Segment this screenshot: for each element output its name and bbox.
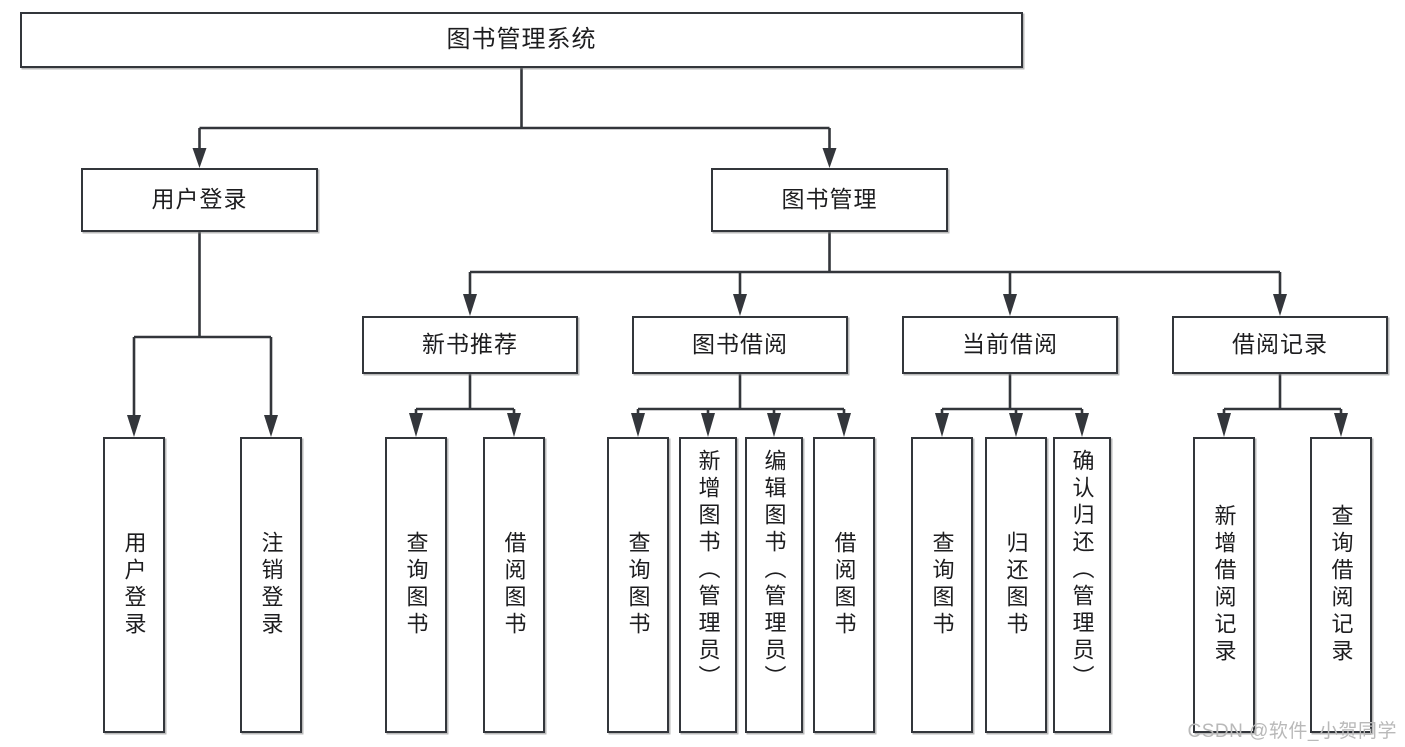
arrow-bookmanage — [822, 148, 837, 168]
node-label: 查询图书 — [625, 531, 651, 639]
node-borrow-record[interactable]: 借阅记录 — [1172, 316, 1388, 374]
arrow-leaf-add-record — [1217, 413, 1231, 437]
leaf-node-borrow-book-borrow[interactable]: 借阅图书 — [813, 437, 875, 733]
node-label: 归还图书 — [1003, 531, 1029, 639]
node-book-borrow[interactable]: 图书借阅 — [632, 316, 848, 374]
node-label: 查询图书 — [929, 531, 955, 639]
arrow-borrowrecord — [1273, 294, 1287, 316]
leaf-node-add-borrow-record[interactable]: 新增借阅记录 — [1193, 437, 1255, 733]
csdn-watermark: CSDN @软件_小贺同学 — [1187, 721, 1397, 742]
arrow-leaf-confirm-return — [1075, 413, 1089, 437]
arrow-currentborrow — [1003, 294, 1017, 316]
leaf-node-query-book-current[interactable]: 查询图书 — [911, 437, 973, 733]
node-label: 当前借阅 — [962, 331, 1058, 358]
arrow-leaf-borrow-book-2 — [837, 413, 851, 437]
leaf-node-query-book-borrow[interactable]: 查询图书 — [607, 437, 669, 733]
arrow-leaf-return-book — [1009, 413, 1023, 437]
arrow-leaf-logout — [264, 415, 278, 437]
leaf-node-confirm-return-admin[interactable]: 确认归还（管理员） — [1053, 437, 1111, 733]
arrow-leaf-borrow-book-1 — [507, 413, 521, 437]
arrow-userlogin — [192, 148, 207, 168]
node-label: 新增借阅记录 — [1211, 504, 1237, 666]
leaf-node-user-login[interactable]: 用户登录 — [103, 437, 165, 733]
node-label: 用户登录 — [151, 186, 248, 213]
node-label: 新书推荐 — [422, 331, 518, 358]
leaf-node-return-book[interactable]: 归还图书 — [985, 437, 1047, 733]
leaf-node-add-book-admin[interactable]: 新增图书（管理员） — [679, 437, 737, 733]
leaf-node-query-borrow-record[interactable]: 查询借阅记录 — [1310, 437, 1372, 733]
arrow-newbook — [463, 294, 477, 316]
arrow-leaf-query-book-2 — [631, 413, 645, 437]
node-label: 用户登录 — [121, 531, 147, 639]
node-label: 查询图书 — [403, 531, 429, 639]
arrow-leaf-query-book-3 — [935, 413, 949, 437]
node-new-book-rec[interactable]: 新书推荐 — [362, 316, 578, 374]
leaf-node-logout[interactable]: 注销登录 — [240, 437, 302, 733]
node-book-manage[interactable]: 图书管理 — [711, 168, 948, 232]
arrow-bookborrow — [733, 294, 747, 316]
node-label: 图书管理系统 — [446, 25, 597, 53]
node-current-borrow[interactable]: 当前借阅 — [902, 316, 1118, 374]
arrow-leaf-add-book — [701, 413, 715, 437]
arrow-leaf-query-book-1 — [409, 413, 423, 437]
node-label: 新增图书（管理员） — [695, 449, 721, 692]
leaf-node-borrow-book-new-rec[interactable]: 借阅图书 — [483, 437, 545, 733]
node-label: 借阅图书 — [501, 531, 527, 639]
node-label: 查询借阅记录 — [1328, 504, 1354, 666]
node-label: 确认归还（管理员） — [1069, 449, 1095, 692]
arrow-leaf-user-login — [127, 415, 141, 437]
node-root-book-management-system[interactable]: 图书管理系统 — [20, 12, 1023, 68]
leaf-node-edit-book-admin[interactable]: 编辑图书（管理员） — [745, 437, 803, 733]
node-label: 图书管理 — [781, 186, 878, 213]
node-user-login[interactable]: 用户登录 — [81, 168, 318, 232]
node-label: 借阅图书 — [831, 531, 857, 639]
node-label: 借阅记录 — [1232, 331, 1328, 358]
arrow-leaf-edit-book — [767, 413, 781, 437]
arrow-leaf-query-record — [1334, 413, 1348, 437]
node-label: 编辑图书（管理员） — [761, 449, 787, 692]
node-label: 注销登录 — [258, 531, 284, 639]
leaf-node-query-book-new-rec[interactable]: 查询图书 — [385, 437, 447, 733]
node-label: 图书借阅 — [692, 331, 788, 358]
